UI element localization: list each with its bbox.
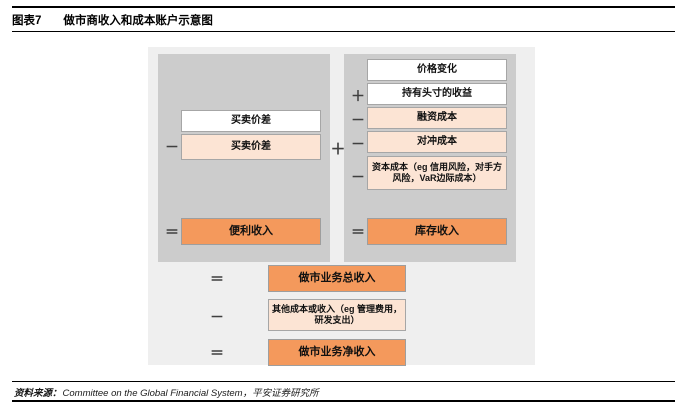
box-total-row-1: 做市业务总收入 xyxy=(268,265,406,292)
footer-top-rule xyxy=(12,381,675,382)
source-text: Committee on the Global Financial System… xyxy=(62,388,319,399)
figure-number: 图表7 xyxy=(12,14,42,27)
box-right-row-6: 库存收入 xyxy=(367,218,507,245)
operator-left-row-3: ＝ xyxy=(165,224,179,240)
box-left-row-3: 便利收入 xyxy=(181,218,321,245)
box-right-row-2: 持有头寸的收益 xyxy=(367,83,507,105)
operator-left-row-2: － xyxy=(165,139,179,155)
box-total-row-2: 其他成本或收入（eg 管理费用，研发支出） xyxy=(268,299,406,331)
box-left-row-1: 买卖价差 xyxy=(181,110,321,132)
operator-right-row-2: ＋ xyxy=(351,88,365,104)
source-label: 资料来源： xyxy=(14,388,62,399)
figure-header: 图表7 做市商收入和成本账户示意图 xyxy=(12,9,675,30)
operator-right-row-3: － xyxy=(351,112,365,128)
box-right-row-3: 融资成本 xyxy=(367,107,507,129)
footer-bottom-rule xyxy=(12,400,675,402)
source-note: 资料来源： Committee on the Global Financial … xyxy=(14,384,319,400)
box-right-row-5: 资本成本（eg 信用风险，对手方风险，VaR边际成本） xyxy=(367,156,507,190)
header-top-rule xyxy=(12,6,675,8)
header-bottom-rule xyxy=(12,31,675,32)
box-right-row-4: 对冲成本 xyxy=(367,131,507,153)
operator-between-panels: ＋ xyxy=(330,140,346,158)
operator-right-row-5: － xyxy=(351,169,365,185)
operator-right-row-4: － xyxy=(351,136,365,152)
operator-total-row-2: － xyxy=(210,309,224,325)
operator-right-row-6: ＝ xyxy=(351,224,365,240)
box-left-row-2: 买卖价差 xyxy=(181,134,321,160)
page-title: 做市商收入和成本账户示意图 xyxy=(63,14,213,27)
operator-total-row-1: ＝ xyxy=(210,271,224,287)
box-right-row-1: 价格变化 xyxy=(367,59,507,81)
diagram-canvas: 买卖价差 － 买卖价差 ＝ 便利收入 ＋ 价格变化 ＋ 持有头寸的收益 － 融资… xyxy=(148,47,535,366)
operator-total-row-3: ＝ xyxy=(210,345,224,361)
box-total-row-3: 做市业务净收入 xyxy=(268,339,406,366)
